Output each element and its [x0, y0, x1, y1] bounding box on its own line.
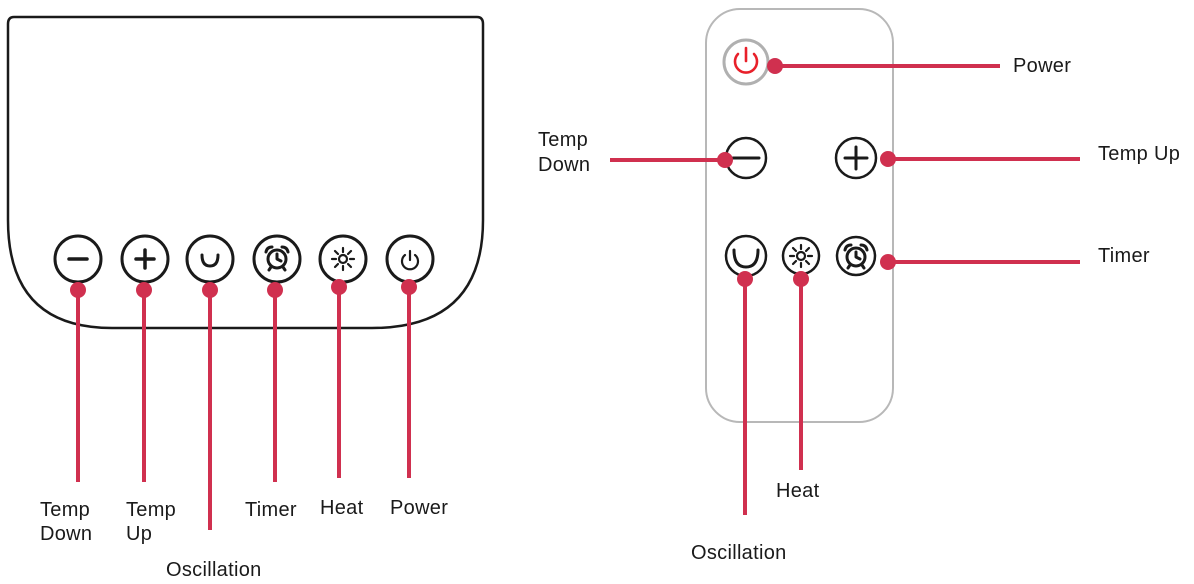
- anchor-dot: [793, 271, 809, 287]
- temp-up-label: Temp: [126, 499, 176, 521]
- heat-label: Heat: [320, 497, 364, 519]
- power-button[interactable]: [385, 234, 435, 284]
- heater-panel: Temp Down Temp Up Oscillation Timer Heat…: [6, 15, 485, 581]
- remote-control: Power Temp Down Temp Up Timer Heat Oscil…: [538, 8, 1180, 564]
- temp-down-label: Temp: [40, 499, 90, 521]
- anchor-dot: [880, 254, 896, 270]
- temp-down-label: Down: [40, 523, 92, 545]
- timer-button[interactable]: [252, 234, 302, 284]
- remote-heat-label: Heat: [776, 480, 820, 502]
- temp-up-label: Up: [126, 523, 152, 545]
- remote-temp-down-label: Temp: [538, 129, 588, 151]
- timer-label: Timer: [245, 499, 297, 521]
- anchor-dot: [767, 58, 783, 74]
- power-icon: [733, 46, 759, 74]
- anchor-dot: [70, 282, 86, 298]
- heat-button[interactable]: [318, 234, 368, 284]
- anchor-dot: [717, 152, 733, 168]
- remote-power-button[interactable]: [722, 38, 770, 86]
- anchor-dot: [737, 271, 753, 287]
- remote-oscillation-button[interactable]: [724, 234, 768, 278]
- remote-timer-button[interactable]: [835, 235, 877, 277]
- heater-panel-outline: [6, 15, 485, 330]
- anchor-dot: [136, 282, 152, 298]
- remote-timer-label: Timer: [1098, 245, 1150, 267]
- remote-temp-down-label: Down: [538, 154, 590, 176]
- anchor-dot: [202, 282, 218, 298]
- anchor-dot: [880, 151, 896, 167]
- temp-up-button[interactable]: [120, 234, 170, 284]
- remote-power-label: Power: [1013, 55, 1071, 77]
- oscillation-label: Oscillation: [166, 559, 262, 581]
- remote-oscillation-label: Oscillation: [691, 542, 787, 564]
- temp-down-button[interactable]: [53, 234, 103, 284]
- anchor-dot: [331, 279, 347, 295]
- remote-temp-up-button[interactable]: [834, 136, 878, 180]
- anchor-dot: [267, 282, 283, 298]
- oscillation-button[interactable]: [185, 234, 235, 284]
- anchor-dot: [401, 279, 417, 295]
- remote-heat-button[interactable]: [781, 236, 821, 276]
- power-label: Power: [390, 497, 448, 519]
- remote-temp-up-label: Temp Up: [1098, 143, 1180, 165]
